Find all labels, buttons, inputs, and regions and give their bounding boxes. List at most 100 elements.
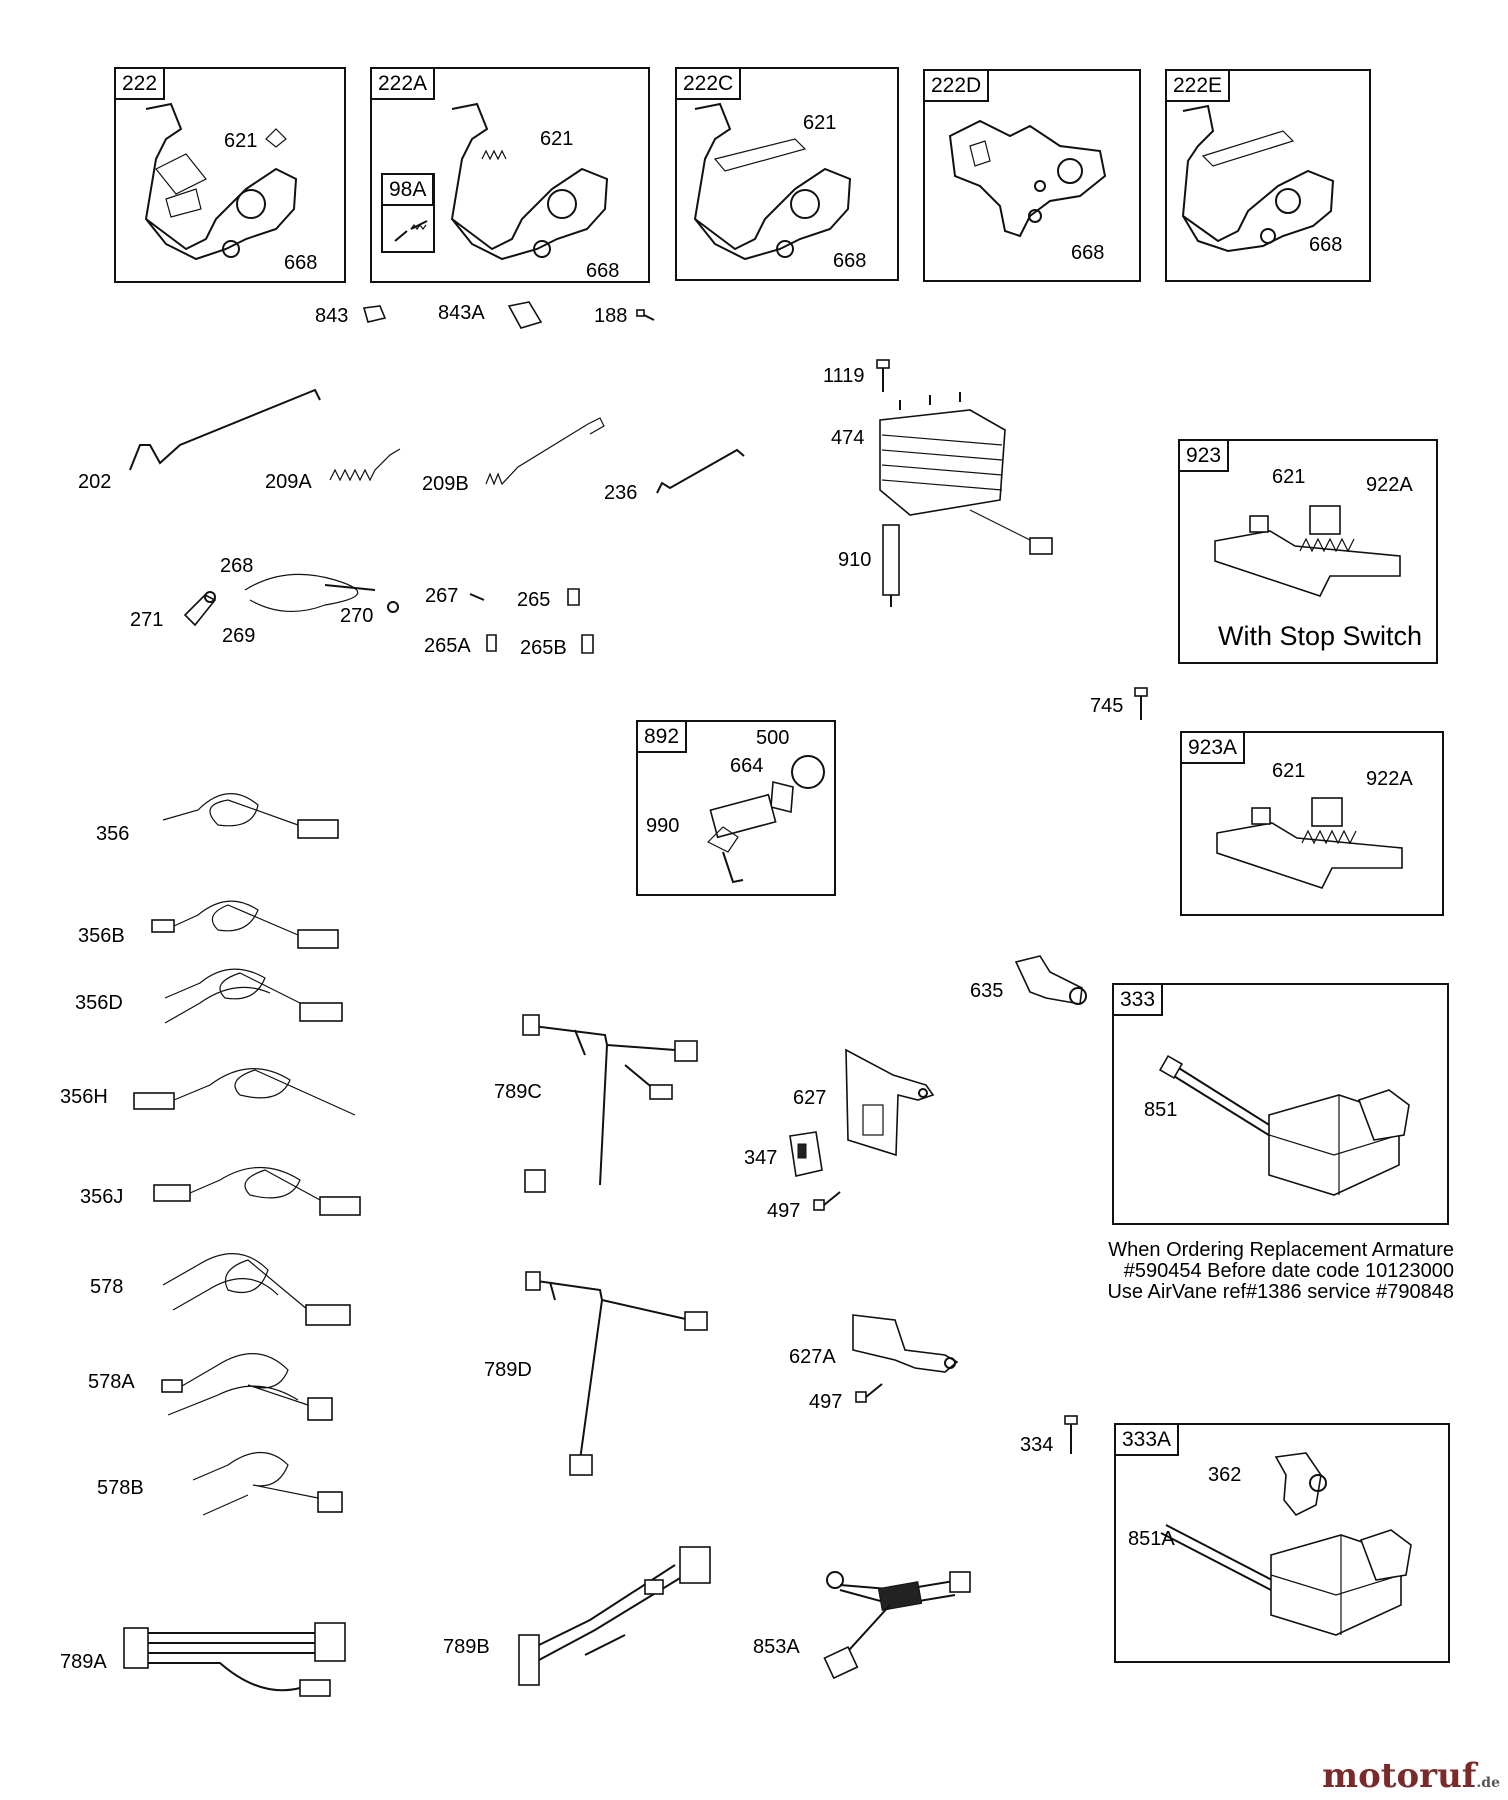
label-209b: 209B	[422, 473, 469, 495]
part-236-drawing	[652, 438, 747, 498]
label-627a: 627A	[789, 1346, 836, 1368]
assembly-box-222: 222 621 668	[114, 67, 346, 283]
armature-note: When Ordering Replacement Armature #5904…	[1060, 1240, 1454, 1303]
label-668: 668	[284, 252, 318, 274]
label-851: 851	[1144, 1099, 1178, 1121]
assembly-tag: 222E	[1167, 71, 1231, 102]
assembly-box-222d: 222D 668	[923, 69, 1141, 282]
part-474-drawing	[870, 392, 1060, 580]
assembly-box-222a: 222A 98A 621 668	[370, 67, 650, 283]
control-bracket-drawing	[940, 106, 1120, 256]
watermark-brand: motoruf	[1322, 1756, 1477, 1796]
part-265b-drawing	[579, 632, 597, 656]
armature-note-line: When Ordering Replacement Armature	[1108, 1239, 1454, 1261]
label-497: 497	[809, 1391, 843, 1413]
label-853a: 853A	[753, 1636, 800, 1658]
label-851a: 851A	[1128, 1528, 1175, 1550]
assembly-tag: 222D	[925, 71, 990, 102]
stop-switch-note: With Stop Switch	[1218, 621, 1423, 651]
label-356: 356	[96, 823, 130, 845]
label-745: 745	[1090, 695, 1124, 717]
part-745-drawing	[1132, 686, 1150, 722]
label-578b: 578B	[97, 1477, 144, 1499]
label-474: 474	[831, 427, 865, 449]
assembly-tag: 98A	[383, 175, 435, 206]
label-356b: 356B	[78, 925, 125, 947]
harness-789d-drawing	[520, 1270, 710, 1480]
label-922a: 922A	[1366, 474, 1413, 496]
label-668: 668	[833, 250, 867, 272]
watermark-logo: motoruf.de	[1322, 1756, 1500, 1796]
governor-spring-bracket-drawing	[1212, 788, 1412, 898]
label-668: 668	[1309, 234, 1343, 256]
label-922a: 922A	[1366, 768, 1413, 790]
label-202: 202	[78, 471, 112, 493]
label-265b: 265B	[520, 637, 567, 659]
armature-note-line: #590454 Before date code 10123000	[1123, 1260, 1454, 1282]
label-356j: 356J	[80, 1186, 124, 1208]
assembly-box-333a: 333A 362 851A	[1114, 1423, 1450, 1663]
harness-578-drawing	[158, 1240, 358, 1340]
assembly-box-923: 923 621 922A With Stop Switch	[1178, 439, 1438, 664]
control-bracket-drawing	[442, 99, 642, 274]
label-265: 265	[517, 589, 551, 611]
part-347-drawing	[786, 1128, 826, 1180]
label-990: 990	[646, 815, 680, 837]
harness-356b-drawing	[148, 890, 343, 960]
ignition-armature-drawing	[1158, 1054, 1419, 1205]
assembly-box-892: 892 500 664 990	[636, 720, 836, 896]
harness-789b-drawing	[515, 1535, 715, 1690]
assembly-tag: 333A	[1116, 1425, 1180, 1456]
label-789a: 789A	[60, 1651, 107, 1673]
assembly-tag: 222	[116, 69, 166, 100]
watermark-tld: .de	[1476, 1775, 1500, 1791]
part-627a-drawing	[845, 1310, 965, 1390]
assembly-tag: 222A	[372, 69, 436, 100]
part-497-drawing	[812, 1188, 842, 1214]
part-209b-drawing	[478, 412, 608, 492]
part-202-drawing	[120, 385, 325, 475]
label-209a: 209A	[265, 471, 312, 493]
label-267: 267	[425, 585, 459, 607]
label-621: 621	[540, 128, 574, 150]
label-188: 188	[594, 305, 628, 327]
label-578a: 578A	[88, 1371, 135, 1393]
label-500: 500	[756, 727, 790, 749]
part-188-drawing	[636, 308, 658, 324]
key-switch-drawing	[693, 742, 828, 892]
part-209a-drawing	[325, 445, 405, 485]
label-269: 269	[222, 625, 256, 647]
harness-356-drawing	[158, 785, 343, 855]
part-910-drawing	[880, 523, 902, 608]
harness-578b-drawing	[188, 1440, 358, 1530]
label-270: 270	[340, 605, 374, 627]
label-668: 668	[586, 260, 620, 282]
harness-356h-drawing	[130, 1055, 360, 1125]
label-843a: 843A	[438, 302, 485, 324]
label-356d: 356D	[75, 992, 123, 1014]
assembly-tag: 923A	[1182, 733, 1246, 764]
label-271: 271	[130, 609, 164, 631]
label-347: 347	[744, 1147, 778, 1169]
harness-789a-drawing	[120, 1608, 365, 1708]
label-621: 621	[1272, 760, 1306, 782]
assembly-box-923a: 923A 621 922A	[1180, 731, 1444, 916]
throttle-cable-drawing	[175, 565, 405, 635]
assembly-box-222c: 222C 621 668	[675, 67, 899, 281]
part-627-drawing	[838, 1045, 938, 1160]
part-334-drawing	[1062, 1414, 1080, 1456]
label-621: 621	[1272, 466, 1306, 488]
control-bracket-drawing	[126, 99, 326, 274]
part-265-drawing	[565, 586, 583, 608]
assembly-box-222e: 222E 668	[1165, 69, 1371, 282]
label-621: 621	[803, 112, 837, 134]
armature-note-line: Use AirVane ref#1386 service #790848	[1107, 1281, 1454, 1303]
label-910: 910	[838, 549, 872, 571]
control-bracket-drawing	[1173, 101, 1363, 271]
ignition-armature-drawing	[1156, 1445, 1426, 1645]
part-267-drawing	[468, 590, 488, 602]
label-265a: 265A	[424, 635, 471, 657]
part-1119-drawing	[874, 358, 892, 394]
label-789c: 789C	[494, 1081, 542, 1103]
harness-789c-drawing	[515, 1005, 700, 1200]
